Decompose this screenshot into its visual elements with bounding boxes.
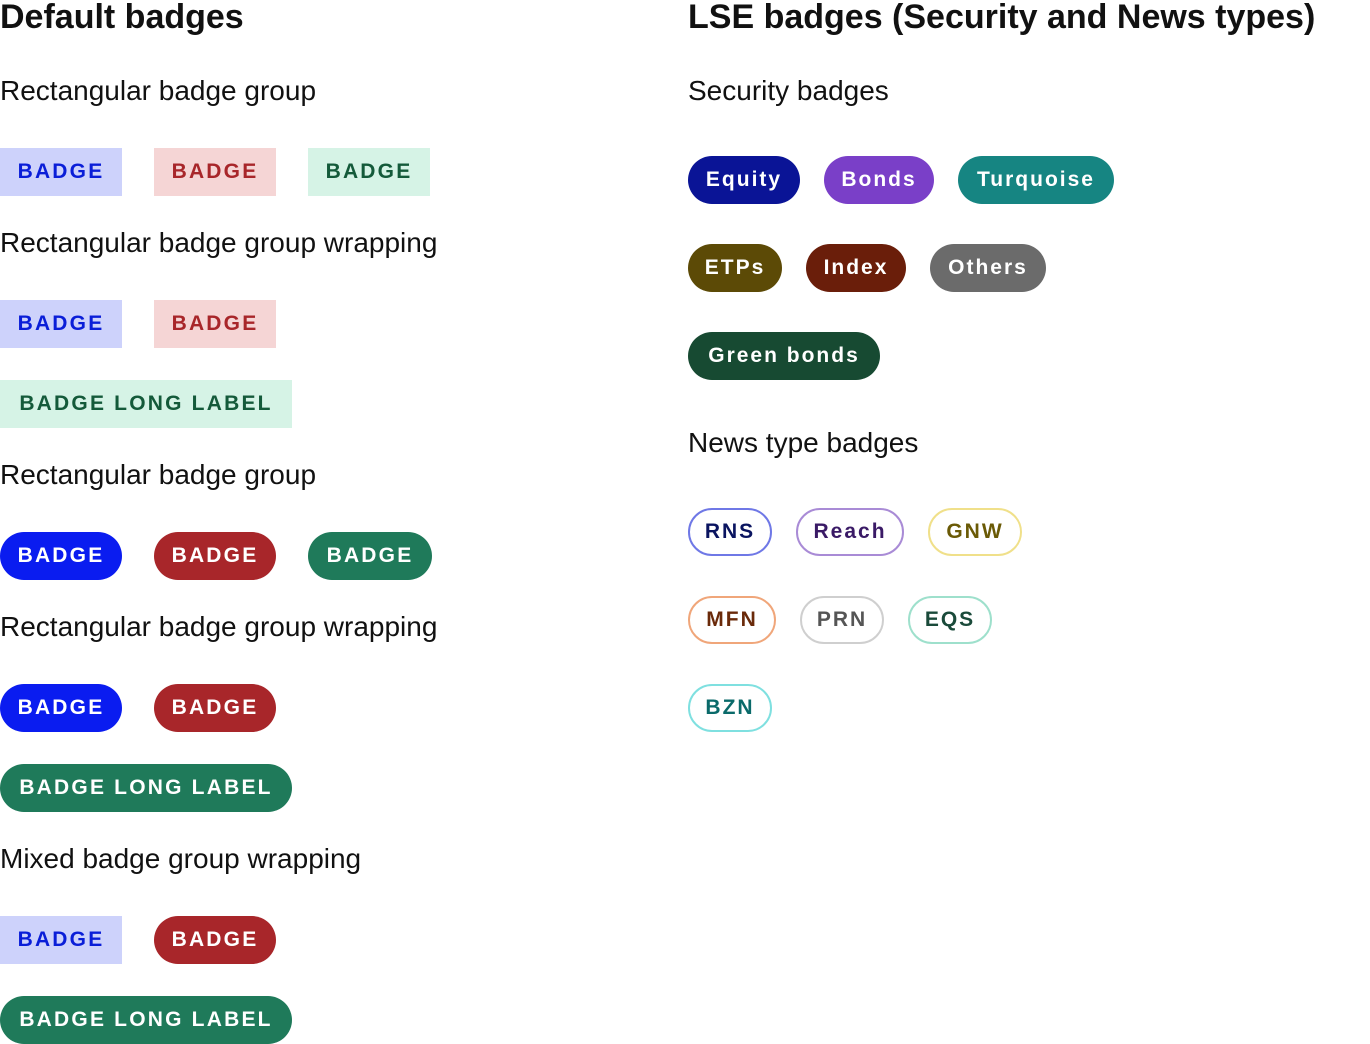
badge: BADGE [0, 916, 122, 964]
security-badge-row: ETPs Index Others [688, 244, 1046, 292]
badge-group: BADGE LONG LABEL [0, 996, 292, 1044]
badge: BADGE [0, 148, 122, 196]
badge: BADGE [154, 148, 276, 196]
security-badge-green-bonds: Green bonds [688, 332, 880, 380]
news-badge-bzn: BZN [688, 684, 772, 732]
badge: BADGE [154, 300, 276, 348]
section-heading: Rectangular badge group wrapping [0, 227, 438, 258]
badge: BADGE [308, 532, 432, 580]
security-badge-row: Green bonds [688, 332, 880, 380]
badge-long: BADGE LONG LABEL [0, 996, 292, 1044]
security-badge-etps: ETPs [688, 244, 782, 292]
security-badges-heading: Security badges [688, 75, 889, 106]
badge-group: BADGE BADGE [0, 684, 276, 732]
badge: BADGE [154, 684, 276, 732]
default-badges-title: Default badges [0, 0, 244, 36]
lse-badges-title: LSE badges (Security and News types) [688, 0, 1316, 36]
badge: BADGE [308, 148, 430, 196]
badge-long: BADGE LONG LABEL [0, 380, 292, 428]
badge-group: BADGE LONG LABEL [0, 380, 292, 428]
security-badge-turquoise: Turquoise [958, 156, 1114, 204]
news-badge-rns: RNS [688, 508, 772, 556]
badge-group: BADGE BADGE [0, 300, 276, 348]
section-heading: Mixed badge group wrapping [0, 843, 362, 874]
section-heading: Rectangular badge group [0, 459, 317, 490]
security-badge-equity: Equity [688, 156, 800, 204]
badge: BADGE [0, 300, 122, 348]
badge: BADGE [0, 532, 122, 580]
section-heading: Rectangular badge group [0, 75, 317, 106]
news-badge-gnw: GNW [928, 508, 1022, 556]
news-type-badges-heading: News type badges [688, 427, 919, 458]
badge-group: BADGE BADGE BADGE [0, 148, 430, 196]
news-badge-row: MFN PRN EQS [688, 596, 992, 644]
badge-long: BADGE LONG LABEL [0, 764, 292, 812]
news-badge-row: BZN [688, 684, 772, 732]
security-badge-bonds: Bonds [824, 156, 934, 204]
security-badge-row: Equity Bonds Turquoise [688, 156, 1114, 204]
badge-group: BADGE LONG LABEL [0, 764, 292, 812]
news-badge-mfn: MFN [688, 596, 776, 644]
badge-group: BADGE BADGE [0, 916, 276, 964]
news-badge-row: RNS Reach GNW [688, 508, 1022, 556]
badge-group: BADGE BADGE BADGE [0, 532, 432, 580]
security-badge-index: Index [806, 244, 906, 292]
news-badge-prn: PRN [800, 596, 884, 644]
section-heading: Rectangular badge group wrapping [0, 611, 438, 642]
news-badge-reach: Reach [796, 508, 904, 556]
badge: BADGE [154, 916, 276, 964]
badge: BADGE [0, 684, 122, 732]
badge: BADGE [154, 532, 276, 580]
security-badge-others: Others [930, 244, 1046, 292]
news-badge-eqs: EQS [908, 596, 992, 644]
